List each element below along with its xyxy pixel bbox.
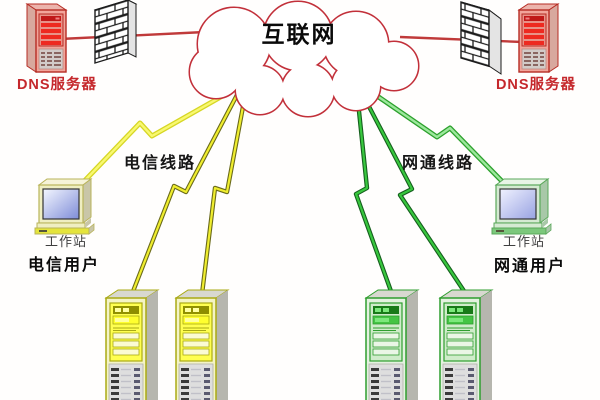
dns-server-left-icon [26,3,67,73]
netcom-server-1-icon [365,289,419,400]
netcom-bolt-server1-icon [353,89,395,297]
firewall-left-icon [93,0,138,64]
dns-server-left-label: DNS服务器 [17,75,97,93]
internet-cloud: 互联网 [188,0,420,118]
workstation-right-icon [491,178,552,235]
workstation-right-label: 工作站 [503,234,545,249]
telecom-user-label: 电信用户 [28,255,100,274]
telecom-bolt-server2-icon [199,93,248,297]
telecom-bolt-server1-icon [129,90,241,297]
netcom-bolt-workstation-icon [364,86,535,215]
dns-server-right-icon [518,3,559,73]
telecom-server-2-icon [175,289,229,400]
netcom-line-label: 网通线路 [402,153,474,172]
workstation-left-label: 工作站 [45,234,87,249]
netcom-bolt-server2-icon [360,92,469,297]
firewall-right-icon [460,1,502,75]
telecom-server-1-icon [105,289,159,400]
dns-server-right-label: DNS服务器 [496,75,576,93]
netcom-server-2-icon [439,289,493,400]
netcom-user-label: 网通用户 [494,256,566,275]
telecom-line-label: 电信线路 [124,153,196,172]
internet-label: 互联网 [262,21,337,47]
workstation-left-icon [34,178,95,235]
telecom-bolt-workstation-icon [67,87,236,199]
